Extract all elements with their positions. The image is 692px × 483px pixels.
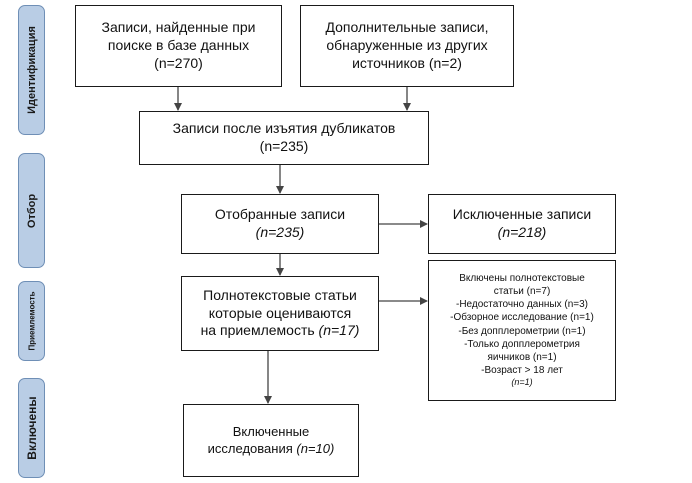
screened-count: (n=235)	[255, 224, 305, 240]
other-records-line-3: источников (n=2)	[352, 54, 462, 71]
reasons-line-8: -Возраст > 18 лет	[481, 365, 563, 377]
reasons-last-count: (n=1)	[511, 377, 533, 388]
dedup-line-1: Записи после изъятия дубликатов	[172, 120, 396, 137]
fulltext-count: (n=17)	[318, 322, 360, 339]
fulltext-line-2: которые оцениваются	[208, 304, 352, 321]
excluded-count: (n=218)	[497, 224, 547, 240]
phase-label-identification: Идентификация	[18, 5, 45, 135]
reasons-line-1: Включены полнотекстовые	[459, 272, 585, 284]
other-records-line-1: Дополнительные записи,	[325, 19, 489, 36]
database-records-line-3: (n=270)	[154, 54, 203, 71]
included-line-1: Включенные	[232, 423, 310, 439]
included-line-2: исследования (n=10)	[208, 441, 335, 458]
box-included-studies: Включенные исследования (n=10)	[183, 404, 359, 477]
box-fulltext-excluded-reasons: Включены полнотекстовые статьи (n=7) -Не…	[428, 260, 616, 401]
phase-label-eligibility: Приемлемость	[18, 281, 45, 361]
box-database-records: Записи, найденные при поиске в базе данн…	[75, 5, 282, 87]
other-records-line-2: обнаруженные из других	[326, 37, 488, 54]
fulltext-line-3-text: на приемлемость	[200, 322, 319, 339]
excluded-label: Исключенные записи	[452, 206, 592, 223]
reasons-line-7: яичников (n=1)	[487, 351, 557, 363]
reasons-line-5: -Без допплерометрии (n=1)	[458, 325, 586, 337]
dedup-line-2: (n=235)	[259, 138, 309, 154]
fulltext-line-1: Полнотекстовые статьи	[203, 286, 357, 303]
fulltext-line-3: на приемлемость (n=17)	[201, 322, 360, 340]
box-excluded-records: Исключенные записи (n=218)	[428, 194, 616, 254]
box-other-sources-records: Дополнительные записи, обнаруженные из д…	[300, 5, 514, 87]
database-records-line-2: поиске в базе данных	[107, 37, 250, 54]
box-fulltext-assessed: Полнотекстовые статьи которые оцениваютс…	[181, 276, 379, 351]
reasons-line-4: -Обзорное исследование (n=1)	[450, 312, 594, 324]
phase-label-included: Включены	[18, 378, 45, 478]
box-records-after-dedup: Записи после изъятия дубликатов (n=235)	[139, 111, 429, 165]
database-records-line-1: Записи, найденные при	[101, 19, 256, 36]
reasons-line-6: -Только допплерометрия	[464, 338, 580, 350]
screened-label: Отобранные записи	[214, 206, 346, 223]
reasons-line-2: статьи (n=7)	[493, 286, 551, 297]
phase-label-selection: Отбор	[18, 153, 45, 268]
included-line-2-text: исследования	[207, 440, 297, 456]
box-screened-records: Отобранные записи (n=235)	[181, 194, 379, 254]
reasons-line-3: -Недостаточно данных (n=3)	[455, 299, 588, 311]
included-count: (n=10)	[296, 440, 335, 456]
